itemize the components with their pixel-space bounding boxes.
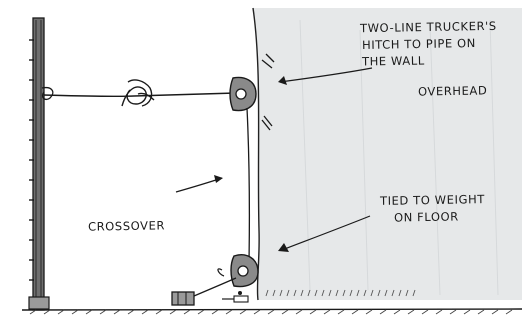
motion-marks: [261, 53, 275, 131]
pipe-notches: [29, 39, 34, 281]
arrow-to-crossover: [175, 175, 223, 193]
floor-weight-icon: [171, 291, 195, 306]
rope-tie-at-pipe: [41, 86, 54, 101]
crossover-rope: [246, 107, 251, 263]
pulley-block-icon: [230, 254, 259, 288]
floor-anchor: [222, 291, 249, 303]
label-crossover: CROSSOVER: [87, 218, 166, 234]
label-tied-line1: TIED TO WEIGHT: [379, 192, 486, 208]
wall-pipe: [32, 17, 45, 311]
label-hitch-line3: THE WALL: [361, 53, 425, 69]
arrow-to-upper-pulley: [278, 67, 373, 85]
floor: [21, 308, 522, 315]
pipe-base: [28, 296, 50, 310]
horizontal-rope: [43, 92, 237, 98]
label-hitch-line1: TWO-LINE TRUCKER'S: [359, 18, 497, 36]
label-hitch-line2: HITCH TO PIPE ON: [361, 36, 477, 52]
truckers-hitch-knot-icon: [121, 79, 155, 107]
tail-rope: [217, 268, 225, 277]
label-overhead: OVERHEAD: [417, 83, 488, 99]
arrow-to-lower-pulley: [278, 215, 371, 252]
pulley-block-icon: [229, 76, 257, 112]
label-tied-line2: ON FLOOR: [393, 209, 459, 225]
drape-shading: [299, 19, 499, 296]
drape-panel: [253, 8, 522, 300]
tie-down-rope: [193, 277, 237, 297]
drape-bottom-ticks: [265, 289, 416, 297]
